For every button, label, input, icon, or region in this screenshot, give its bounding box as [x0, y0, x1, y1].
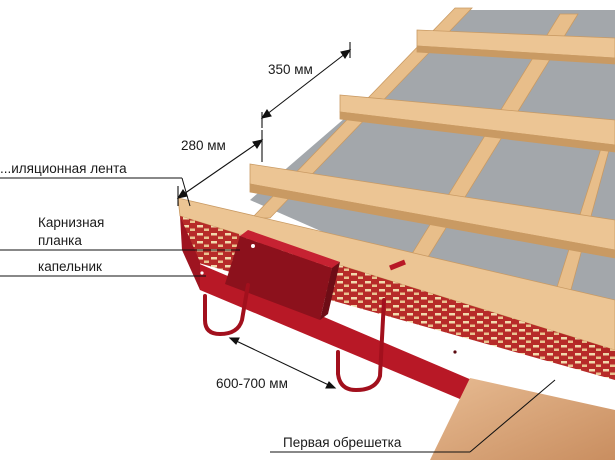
dimension-bracket-spacing: [228, 337, 337, 389]
ventilation-tape-label: ...иляционная лента: [0, 161, 127, 176]
dim-280-label: 280 мм: [181, 138, 226, 153]
eaves-plank-label-1: Карнизная: [38, 215, 104, 230]
dimension-280: [176, 130, 264, 206]
eaves-copper-edge: [430, 378, 615, 460]
gutter-bracket-left: [203, 283, 250, 337]
batten-2: [339, 94, 615, 146]
drip-edge-lip: [180, 216, 200, 290]
drip-edge-label: капельник: [38, 259, 102, 274]
gutter-bracket-right: [336, 298, 386, 393]
dimension-350: [260, 42, 352, 128]
callout-leaders: [0, 177, 556, 453]
first-batten-label: Первая обрешетка: [283, 435, 402, 450]
bracket-spacing-label: 600-700 мм: [216, 376, 288, 391]
eaves-plank-label-2: планка: [38, 233, 82, 248]
eaves-plank-plate: [225, 230, 340, 320]
rivet: [453, 350, 457, 354]
battens: [177, 29, 615, 351]
batten-1: [416, 29, 615, 59]
rivet: [200, 271, 204, 275]
first-batten: [177, 197, 615, 351]
dim-350-label: 350 мм: [268, 62, 313, 77]
bracket-tab: [389, 259, 406, 271]
batten-3: [249, 163, 615, 251]
